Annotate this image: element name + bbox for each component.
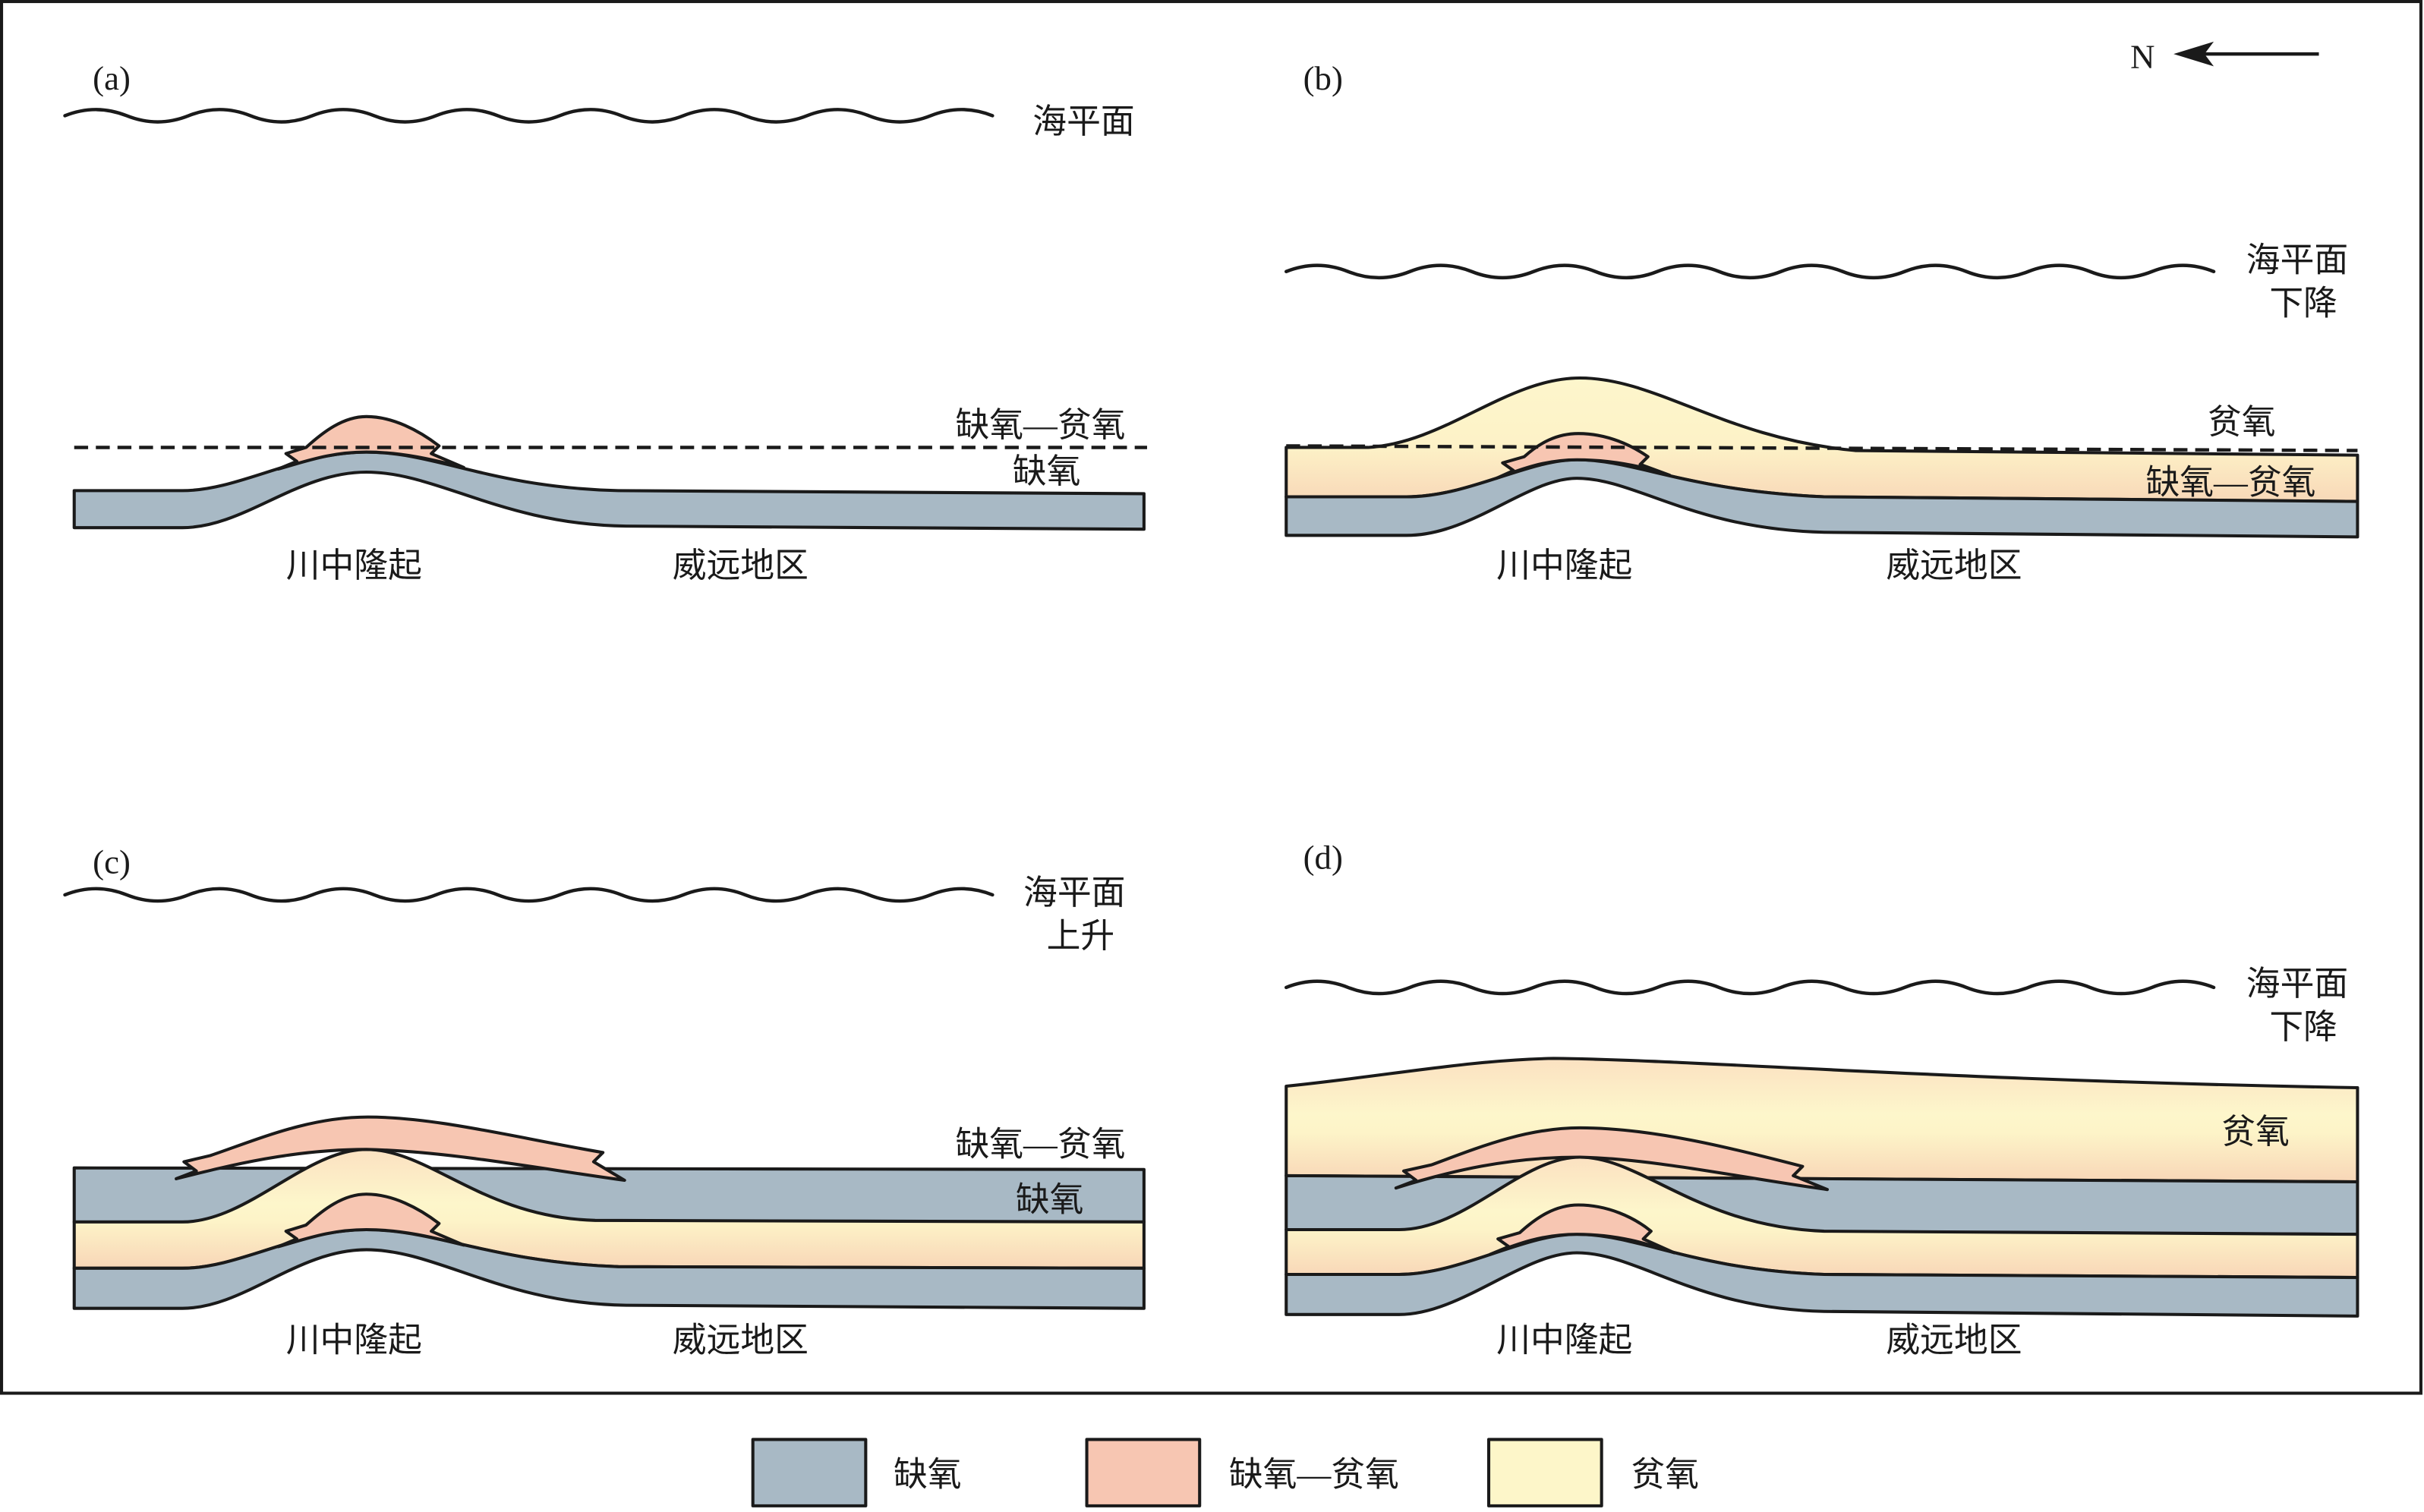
legend-item-anoxic-dysoxic: 缺氧—贫氧: [1085, 1438, 1399, 1507]
location-label-region: 威远地区: [1886, 1321, 2022, 1359]
anoxic-layer: [72, 450, 1146, 531]
panel-d: (d) 海平面 下降 贫氧 川中隆起 威远地区: [1284, 838, 2359, 1359]
location-label-uplift: 川中隆起: [286, 547, 422, 584]
zone-label-upper: 缺氧—贫氧: [955, 1125, 1125, 1163]
legend-swatch: [1085, 1438, 1202, 1507]
zone-label-upper: 贫氧: [2221, 1113, 2290, 1151]
panel-label: (d): [1303, 838, 1343, 876]
zone-label-lower: 缺氧—贫氧: [2145, 463, 2315, 501]
sea-level-line: [63, 887, 995, 903]
arrowhead-icon: [2173, 41, 2214, 67]
panel-label: (b): [1303, 59, 1343, 97]
legend-item-anoxic: 缺氧: [751, 1438, 962, 1507]
legend-item-dysoxic: 贫氧: [1486, 1438, 1699, 1507]
panel-c: (c) 海平面 上升 缺氧—贫氧 缺氧 川中隆起 威远地区: [63, 843, 1146, 1359]
anoxic-dysoxic-lens-upper: [1394, 1126, 1830, 1192]
sea-level-line: [1284, 263, 2216, 280]
sea-level-trend-label: 下降: [2269, 1008, 2337, 1046]
anoxic-dysoxic-lens-lower: [276, 1192, 465, 1249]
location-label-uplift: 川中隆起: [1496, 547, 1632, 584]
sea-level-line: [63, 108, 995, 124]
panel-b: (b) N 海平面 下降 贫氧 缺氧—贫氧 川中隆起 威远地区: [1284, 37, 2359, 584]
zone-label-lower: 缺氧: [1016, 1181, 1084, 1219]
sea-level-label: 海平面: [2246, 241, 2348, 279]
panel-a: (a) 海平面 缺氧—贫氧 缺氧 川中隆起 威远地区: [63, 59, 1147, 584]
anoxic-dysoxic-lens: [1495, 432, 1672, 480]
sea-level-line: [1284, 979, 2216, 996]
sea-level-label: 海平面: [1032, 102, 1134, 140]
legend-label: 缺氧—贫氧: [1229, 1455, 1399, 1493]
panel-label: (c): [93, 843, 131, 881]
sea-level-trend-label: 下降: [2269, 285, 2337, 323]
zone-label-upper: 贫氧: [2208, 403, 2276, 441]
legend-label: 贫氧: [1631, 1455, 1699, 1493]
location-label-uplift: 川中隆起: [1496, 1321, 1632, 1359]
anoxic-dysoxic-lens-upper: [175, 1115, 626, 1183]
anoxic-dysoxic-lens: [276, 414, 465, 471]
sea-level-label: 海平面: [1023, 874, 1125, 912]
north-arrow: N: [2130, 37, 2319, 75]
legend-swatch: [1486, 1438, 1603, 1507]
legend: 缺氧 缺氧—贫氧 贫氧: [751, 1438, 1699, 1507]
zone-label-upper: 缺氧—贫氧: [955, 406, 1125, 444]
location-label-region: 威远地区: [673, 1321, 809, 1359]
redox-boundary-line: [1286, 444, 2358, 452]
panel-label: (a): [93, 59, 131, 97]
location-label-uplift: 川中隆起: [286, 1321, 422, 1359]
location-label-region: 威远地区: [1886, 547, 2022, 584]
sea-level-trend-label: 上升: [1047, 917, 1115, 955]
legend-swatch: [751, 1438, 868, 1507]
sea-level-label: 海平面: [2246, 965, 2348, 1003]
north-label: N: [2130, 37, 2154, 75]
zone-label-lower: 缺氧: [1013, 452, 1081, 490]
anoxic-dysoxic-lens-lower: [1489, 1203, 1676, 1256]
location-label-region: 威远地区: [673, 547, 809, 584]
legend-label: 缺氧: [894, 1455, 962, 1493]
figure-frame: [0, 0, 2422, 1395]
